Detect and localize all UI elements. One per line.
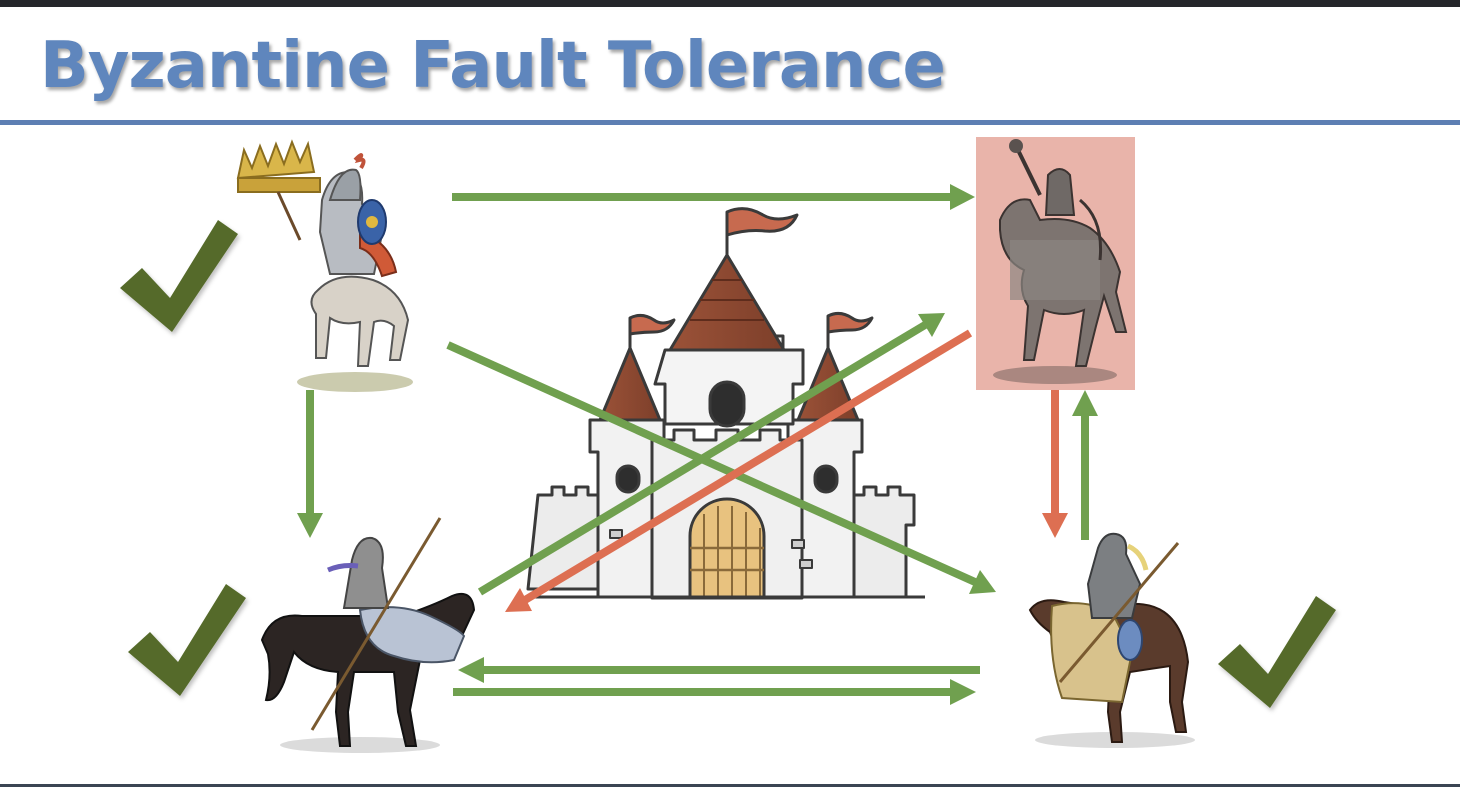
checkmark-bottom-left-icon <box>128 584 246 696</box>
top-bar <box>0 0 1460 7</box>
arrow-bottom-right-to-top-right <box>1072 390 1098 540</box>
message-arrows <box>297 184 1098 705</box>
checkmark-top-left-icon <box>120 220 238 332</box>
general-bottom-left-knight-icon <box>260 517 476 753</box>
arrow-bottom-left-to-top-right <box>477 313 945 596</box>
slide-title: Byzantine Fault Tolerance <box>40 29 946 103</box>
arrow-top-right-to-bottom-left <box>505 329 973 612</box>
general-top-right-traitor-knight-icon <box>976 137 1135 390</box>
arrow-top-left-to-top-right <box>452 184 975 210</box>
arrow-top-right-to-bottom-right <box>1042 390 1068 538</box>
arrow-top-left-to-bottom-right <box>446 341 996 594</box>
arrow-bottom-left-to-bottom-right <box>453 679 976 705</box>
bottom-rule <box>0 784 1460 787</box>
arrow-bottom-right-to-bottom-left <box>458 657 980 683</box>
arrow-top-left-to-bottom-left <box>297 390 323 538</box>
title-rule <box>0 120 1460 125</box>
checkmark-bottom-right-icon <box>1218 596 1336 708</box>
general-bottom-right-knight-icon <box>1028 532 1195 748</box>
general-top-left-knight-icon <box>236 139 413 392</box>
